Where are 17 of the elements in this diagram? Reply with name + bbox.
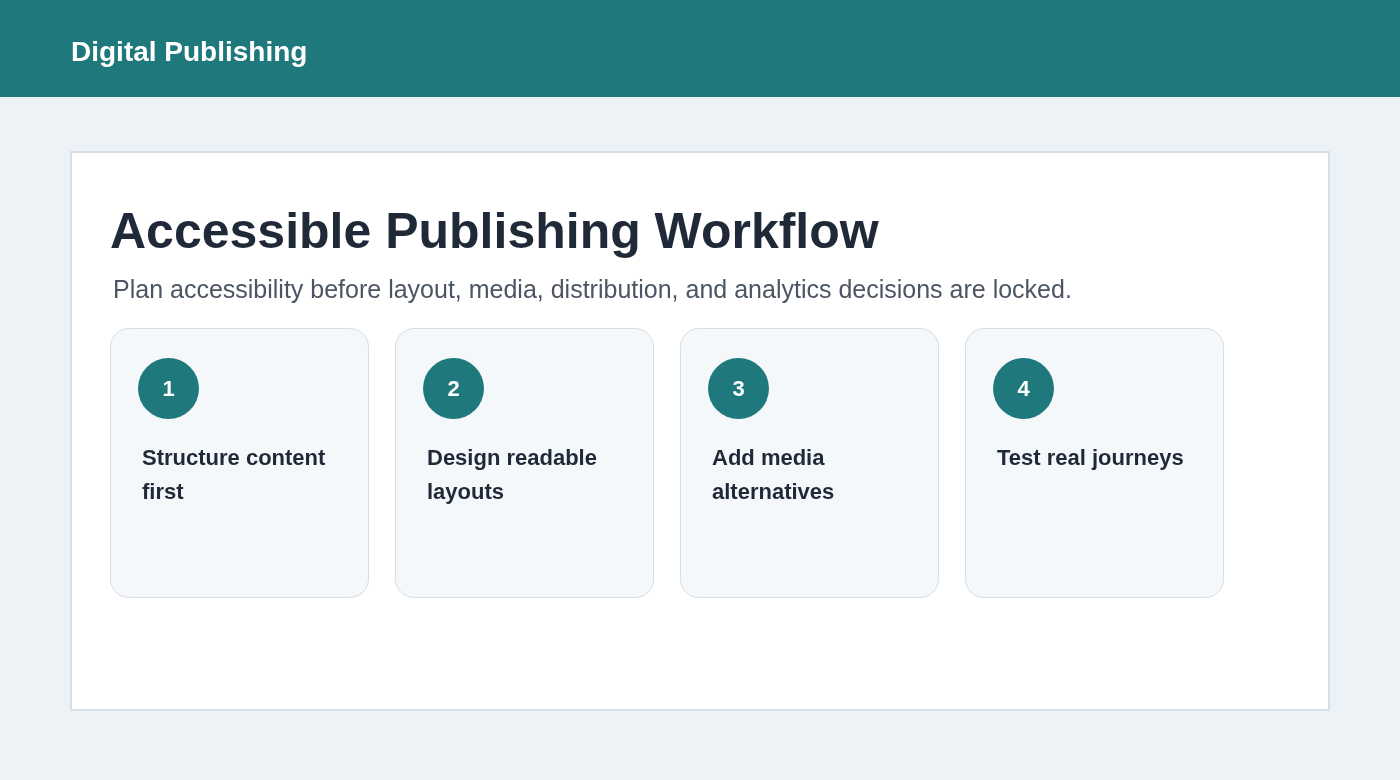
step-card [395,328,654,598]
step-title: Add media alternatives [712,444,836,506]
step-title: Test real journeys [997,444,1185,472]
step-number: 3 [708,358,769,419]
step-card [110,328,369,598]
header-bar [0,0,1400,97]
step-title: Design readable layouts [427,444,598,506]
subtitle: Plan accessibility before layout, media, distribution, and analytics decisions are locked. [113,274,1072,305]
step-number: 1 [138,358,199,419]
content-panel [70,151,1330,711]
step-number: 4 [993,358,1054,419]
header-title: Digital Publishing [71,35,308,69]
step-title: Structure content first [142,444,327,506]
step-card [965,328,1224,598]
step-number: 2 [423,358,484,419]
heading: Accessible Publishing Workflow [110,202,879,261]
step-card [680,328,939,598]
